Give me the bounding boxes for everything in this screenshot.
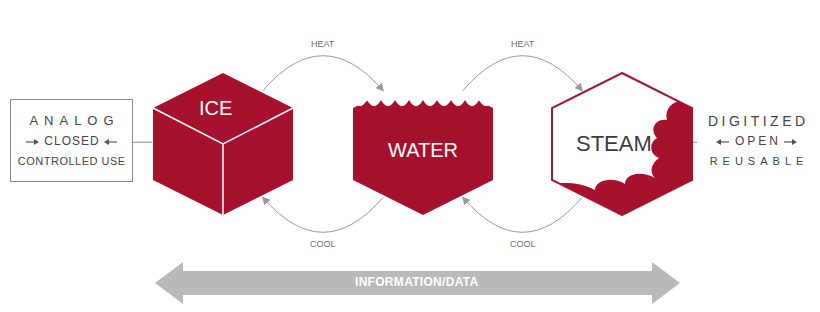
text-row: CLOSED (23, 135, 119, 149)
node-text: DIGITIZED (704, 113, 808, 129)
small-arrow (26, 138, 40, 146)
node-text: CLOSED (43, 135, 99, 149)
node-text: REUSABLE (705, 155, 809, 168)
node-text: ICE (199, 97, 232, 120)
arrow-head (34, 139, 39, 145)
cycle-arrow (263, 56, 383, 91)
edge-label: HEAT (309, 39, 336, 49)
double-arrow (155, 262, 680, 304)
cycle-arrow (263, 197, 383, 232)
analog-box: ANALOG CLOSED CONTROLLED USE (10, 99, 133, 182)
hexagon-outline (552, 73, 692, 215)
text-row: ANALOG (23, 114, 119, 129)
water-body (353, 100, 493, 215)
node-text: STEAM (576, 131, 652, 156)
text-row: CONTROLLED USE (17, 155, 125, 168)
edge-label: HEAT (509, 39, 536, 49)
text-row: OPEN (712, 135, 801, 149)
text-row: DIGITIZED (704, 113, 808, 129)
cube-edges (153, 108, 293, 215)
hexagon-ground (552, 73, 692, 215)
arrow-head (104, 139, 109, 145)
steam-cloud (551, 100, 693, 216)
node-text: ANALOG (23, 114, 119, 129)
small-arrow (715, 138, 729, 146)
ice-cube: ICE (152, 72, 294, 216)
connector-line (133, 142, 152, 143)
text-row: REUSABLE (705, 155, 809, 168)
water-waves (353, 100, 493, 106)
node-text: OPEN (732, 135, 781, 149)
ice-shape (152, 72, 294, 216)
cube-body (153, 73, 293, 215)
arrow-head (716, 139, 721, 145)
water-hexagon: WATER (352, 72, 494, 216)
cycle-arrow (463, 197, 582, 232)
arrow-label: INFORMATION/DATA (355, 276, 478, 290)
arrow-head (792, 139, 797, 145)
edge-label: COOL (308, 239, 338, 249)
connector-line (693, 142, 697, 143)
steam-hexagon: STEAM (551, 72, 693, 216)
node-text: CONTROLLED USE (17, 155, 125, 168)
small-arrow (784, 138, 798, 146)
small-arrow (103, 138, 117, 146)
node-text: WATER (388, 139, 458, 162)
digitized-text-block: DIGITIZED OPEN REUSABLE (697, 99, 816, 182)
cycle-arrow (463, 56, 582, 91)
edge-label: COOL (508, 239, 538, 249)
